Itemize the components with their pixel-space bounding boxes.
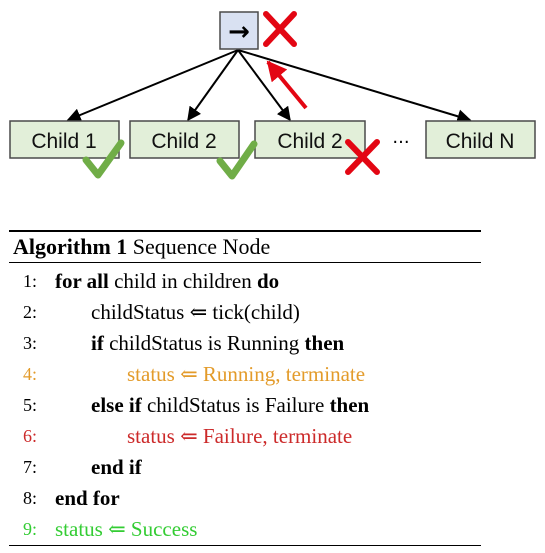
code-text: status ⇐ Running, terminate bbox=[127, 362, 366, 386]
edge-child-2b bbox=[237, 49, 291, 122]
code-text: childStatus is Failure bbox=[141, 393, 330, 417]
algorithm-line: 9: status ⇐ Success bbox=[9, 514, 481, 545]
line-code: status ⇐ Success bbox=[55, 514, 197, 545]
algorithm-line: 2: childStatus ⇐ tick(child) bbox=[9, 297, 481, 328]
code-keyword: end if bbox=[91, 455, 142, 479]
edge-child-n bbox=[237, 49, 472, 124]
child-node-2-label: Child 2 bbox=[151, 130, 216, 153]
algorithm-line: 8: end for bbox=[9, 483, 481, 514]
child-1-success-check-icon bbox=[82, 139, 125, 179]
algorithm-line: 7: end if bbox=[9, 452, 481, 483]
line-number: 7: bbox=[23, 457, 38, 477]
children-ellipsis: ··· bbox=[392, 132, 409, 153]
algorithm-line: 4: status ⇐ Running, terminate bbox=[9, 359, 481, 390]
line-code: status ⇐ Failure, terminate bbox=[127, 421, 352, 452]
algorithm-lines: 1: for all child in children do 2: childSta… bbox=[9, 263, 481, 545]
line-number: 6: bbox=[23, 426, 38, 446]
line-number: 9: bbox=[23, 519, 38, 539]
algorithm-line: 1: for all child in children do bbox=[9, 266, 481, 297]
line-code: end if bbox=[91, 452, 142, 483]
edge-child-2 bbox=[187, 49, 239, 122]
code-keyword: for all bbox=[55, 269, 109, 293]
tree-edges bbox=[66, 49, 472, 124]
code-text: childStatus ⇐ tick(child) bbox=[91, 300, 300, 324]
edge-child-1 bbox=[66, 49, 239, 122]
child-node-2: Child 2 bbox=[129, 120, 240, 159]
child-node-n-label: Child N bbox=[446, 130, 515, 153]
code-keyword: if bbox=[91, 331, 104, 355]
code-text: status ⇐ Success bbox=[55, 517, 198, 541]
algorithm-bottom-rule bbox=[9, 545, 481, 546]
line-code: for all child in children do bbox=[55, 266, 279, 297]
algorithm-block: Algorithm 1 Sequence Node 1: for all chil… bbox=[9, 230, 481, 546]
line-code: childStatus ⇐ tick(child) bbox=[91, 297, 300, 328]
code-keyword: else if bbox=[91, 393, 142, 417]
sequence-arrow-icon: → bbox=[228, 17, 250, 47]
line-number: 4: bbox=[23, 364, 38, 384]
behavior-tree-diagram: → Child 1 Child 2 Child 2 ··· Child N bbox=[9, 11, 536, 180]
algorithm-header-rule bbox=[9, 262, 481, 263]
root-failure-cross-icon bbox=[263, 11, 297, 47]
line-code: else if childStatus is Failure then bbox=[91, 390, 369, 421]
algorithm-caption: Algorithm 1 Sequence Node bbox=[9, 232, 481, 262]
code-keyword: do bbox=[257, 269, 280, 293]
line-number: 3: bbox=[23, 333, 38, 353]
line-code: end for bbox=[55, 483, 120, 514]
line-number: 5: bbox=[23, 395, 38, 415]
line-code: if childStatus is Running then bbox=[91, 328, 344, 359]
code-text: status ⇐ Failure, terminate bbox=[127, 424, 353, 448]
failure-feedback-arrow bbox=[266, 60, 308, 110]
line-number: 2: bbox=[23, 302, 38, 322]
code-keyword: then bbox=[304, 331, 345, 355]
child-2b-failure-cross-icon bbox=[345, 139, 380, 175]
child-node-1-label: Child 1 bbox=[31, 130, 96, 153]
root-sequence-node: → bbox=[219, 11, 259, 50]
code-keyword: then bbox=[329, 393, 370, 417]
code-text: child in children bbox=[108, 269, 257, 293]
algorithm-line: 3: if childStatus is Running then bbox=[9, 328, 481, 359]
code-keyword: end for bbox=[55, 486, 120, 510]
algorithm-label: Algorithm 1 bbox=[13, 234, 128, 259]
child-node-n: Child N bbox=[425, 120, 536, 159]
algorithm-line: 6: status ⇐ Failure, terminate bbox=[9, 421, 481, 452]
line-number: 8: bbox=[23, 488, 38, 508]
line-number: 1: bbox=[23, 271, 38, 291]
line-code: status ⇐ Running, terminate bbox=[127, 359, 365, 390]
algorithm-line: 5: else if childStatus is Failure then bbox=[9, 390, 481, 421]
child-node-1: Child 1 bbox=[9, 120, 120, 159]
algorithm-top-rule bbox=[9, 230, 481, 232]
child-2-success-check-icon bbox=[216, 140, 258, 180]
algorithm-title: Sequence Node bbox=[132, 234, 271, 259]
code-text: childStatus is Running bbox=[103, 331, 305, 355]
child-node-2b-label: Child 2 bbox=[277, 130, 342, 153]
